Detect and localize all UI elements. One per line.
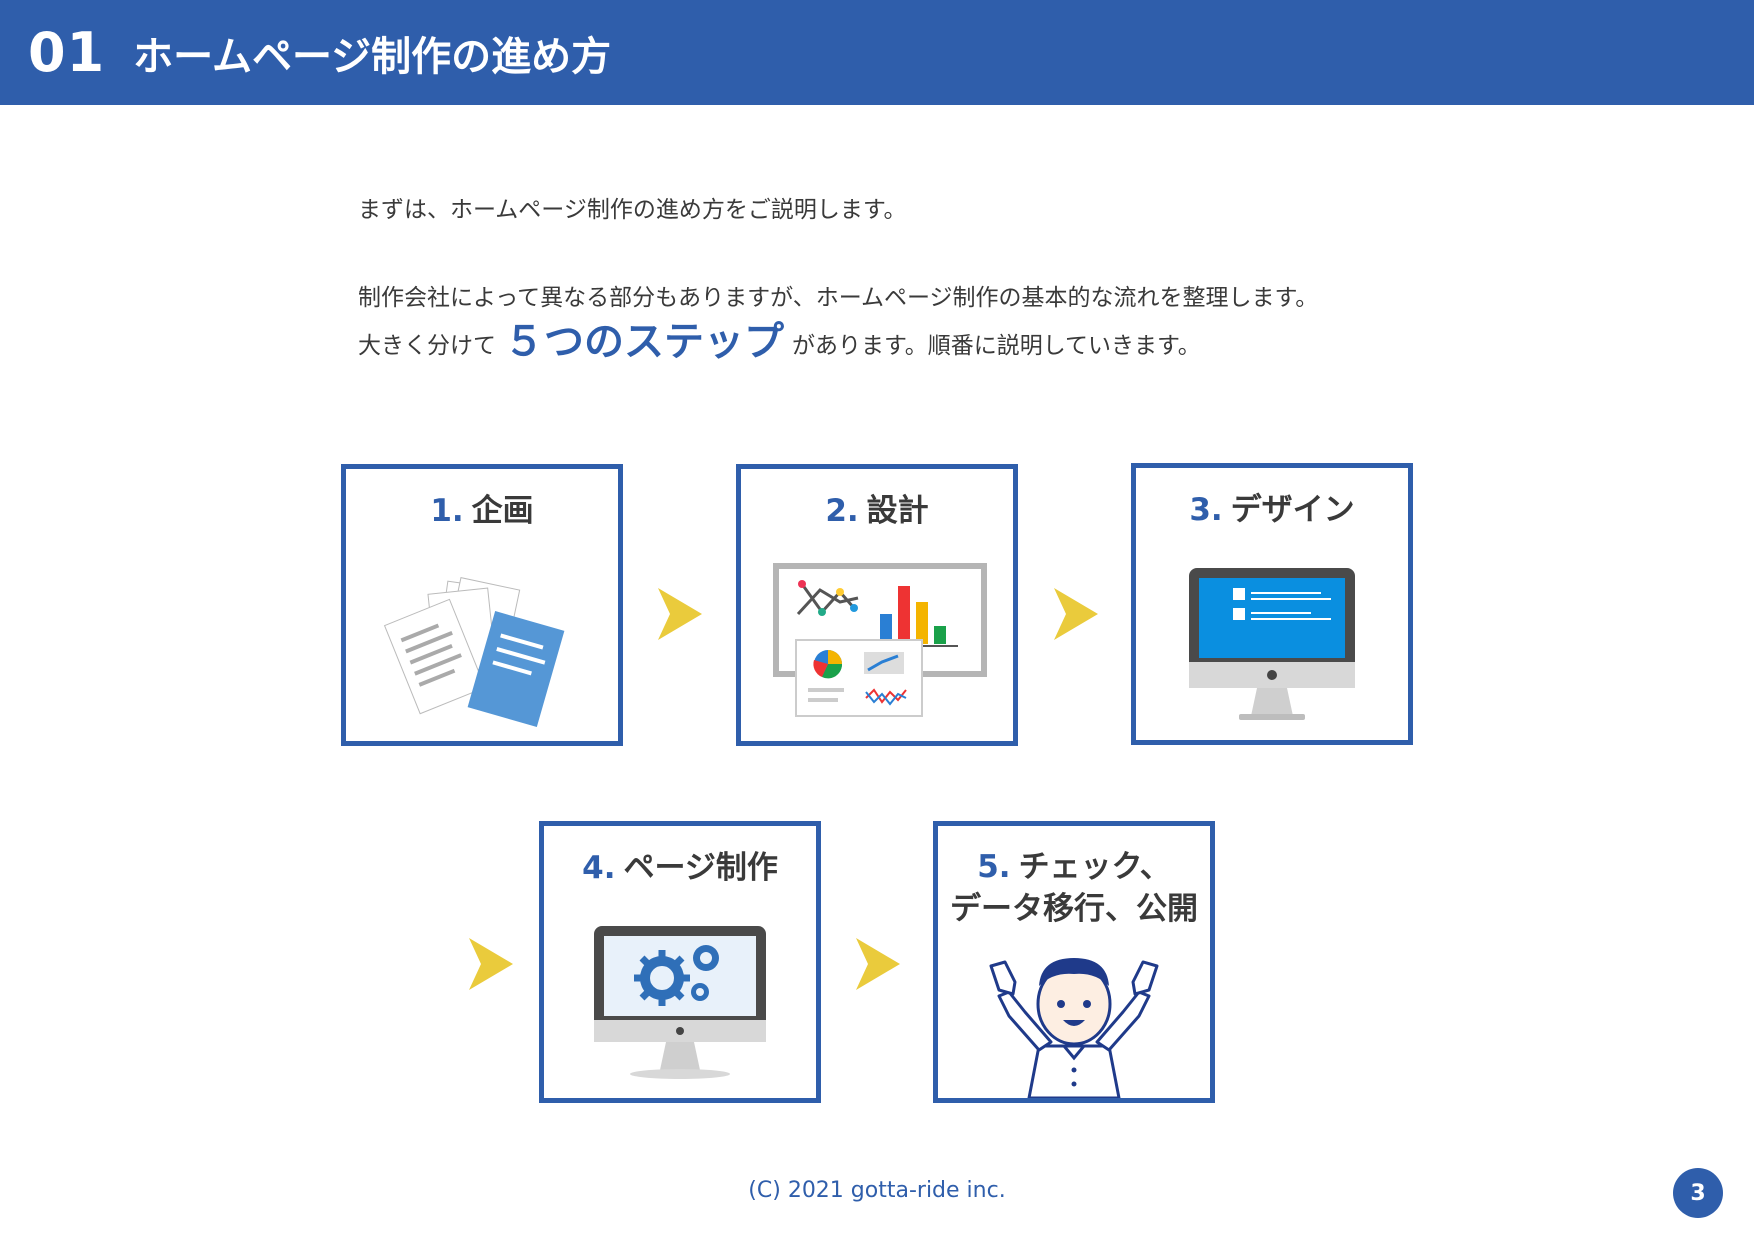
step-4-number: 4. [582,850,616,886]
intro-line-3: 大きく分けて ５つのステップ があります。順番に説明していきます。 [358,318,1201,366]
monitor-icon [1136,566,1408,726]
step-2-label: 2.設計 [741,491,1013,531]
step-4-title: ページ制作 [623,850,778,886]
intro-line-2: 制作会社によって異なる部分もありますが、ホームページ制作の基本的な流れを整理しま… [358,285,1319,311]
documents-icon [346,577,618,727]
step-2-title: 設計 [866,493,929,529]
step-5-card: 5.チェック、 データ移行、公開 [933,821,1215,1103]
step-3-number: 3. [1189,492,1223,528]
page-number-badge: 3 [1673,1168,1723,1218]
step-1-number: 1. [430,493,464,529]
intro-line-3-before: 大きく分けて [358,333,496,359]
step-4-card: 4.ページ制作 [539,821,821,1103]
step-1-title: 企画 [471,493,534,529]
page-header: 01 ホームページ制作の進め方 [0,0,1754,105]
step-3-label: 3.デザイン [1136,490,1408,530]
gear-monitor-icon [544,924,816,1084]
step-5-number: 5. [977,849,1011,885]
step-2-card: 2.設計 [736,464,1018,746]
step-5-title: チェック、 [1018,849,1171,885]
step-3-title: デザイン [1230,492,1355,528]
step-4-label: 4.ページ制作 [544,848,816,888]
step-1-label: 1.企画 [346,491,618,531]
step-1-card: 1.企画 [341,464,623,746]
step-2-number: 2. [825,493,859,529]
copyright-footer: (C) 2021 gotta-ride inc. [748,1178,1006,1203]
chart-board-icon [741,562,1013,727]
step-3-card: 3.デザイン [1131,463,1413,745]
arrow-right-icon [1054,588,1098,640]
step-5-label: 5.チェック、 データ移行、公開 [938,846,1210,930]
page-title: ホームページ制作の進め方 [133,33,612,80]
arrow-right-icon [469,938,513,990]
section-number: 01 [28,21,106,84]
five-steps-highlight: ５つのステップ [500,318,788,366]
step-5-title-line-2: データ移行、公開 [950,891,1198,927]
arrow-right-icon [658,588,702,640]
arrow-right-icon [856,938,900,990]
cheering-person-icon [938,946,1210,1098]
intro-line-3-after: があります。順番に説明していきます。 [792,333,1201,359]
intro-line-1: まずは、ホームページ制作の進め方をご説明します。 [358,197,907,223]
